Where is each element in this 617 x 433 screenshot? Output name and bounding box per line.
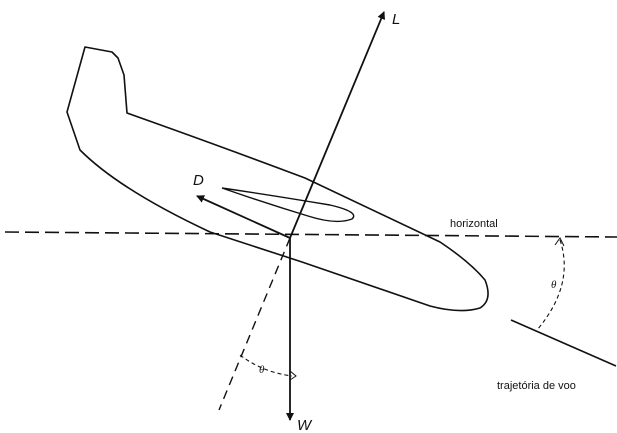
glider-fuselage-outline	[66, 46, 489, 312]
lift-arrow	[289, 11, 386, 239]
angle-arc-right-tick-top	[554, 237, 565, 247]
perpendicular-reference-line	[218, 237, 291, 411]
flight-path-line	[510, 319, 617, 367]
horizontal-reference-line	[4, 231, 617, 238]
angle-arc-lower-tick	[289, 370, 297, 381]
weight-label: W	[297, 417, 313, 433]
drag-label: D	[193, 172, 204, 189]
lift-label: L	[392, 11, 400, 28]
angle-label-right: θ	[551, 279, 557, 291]
angle-arc-lower	[239, 354, 293, 377]
horizontal-label: horizontal	[450, 218, 498, 230]
flight-path-label: trajetória de voo	[497, 380, 576, 392]
angle-label-lower: θ	[259, 364, 265, 376]
glider-wing	[221, 187, 355, 223]
angle-arc-right	[536, 239, 565, 331]
drag-arrow	[196, 195, 291, 239]
